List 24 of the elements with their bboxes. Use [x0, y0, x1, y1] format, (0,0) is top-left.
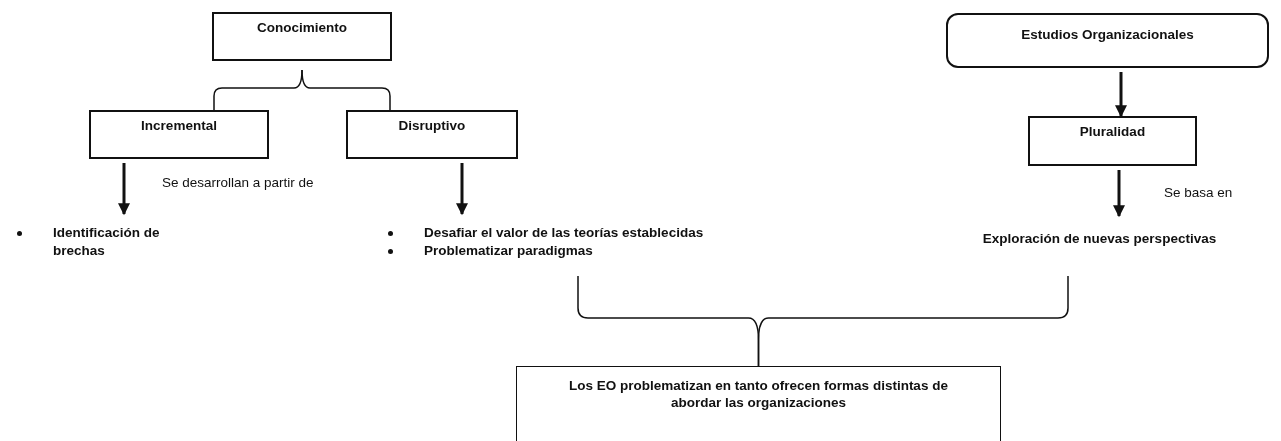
node-text: Pluralidad — [1078, 124, 1147, 139]
bullet-item: Desafiar el valor de las teorías establecidas — [386, 224, 826, 242]
node-text: Exploración de nuevas perspectivas — [981, 231, 1218, 246]
edge-label: Se basa en — [1164, 185, 1233, 200]
bullet-item: Identificación de brechas — [15, 224, 183, 260]
edge-label: Se desarrollan a partir de — [162, 175, 314, 190]
arrow — [456, 163, 468, 216]
concept-box — [346, 110, 518, 159]
conclusion-box — [516, 366, 1001, 441]
node-text: Conocimiento — [256, 20, 348, 35]
bullet-item: Problematizar paradigmas — [386, 242, 826, 260]
node-text: Los EO problematizan en tanto ofrecen formas distintas de abordar las organizaciones — [568, 377, 949, 411]
brace-connector — [301, 69, 391, 111]
node-text: Disruptivo — [397, 118, 467, 133]
arrow — [1113, 170, 1125, 218]
brace-connector — [757, 275, 1069, 367]
node-text: Estudios Organizacionales — [1020, 27, 1195, 42]
node-text: Incremental — [140, 118, 218, 133]
arrow — [118, 163, 130, 216]
concept-box — [212, 12, 392, 61]
rounded-box — [946, 13, 1269, 68]
arrow — [1115, 72, 1127, 118]
concept-box — [89, 110, 269, 159]
concept-box — [1028, 116, 1197, 166]
